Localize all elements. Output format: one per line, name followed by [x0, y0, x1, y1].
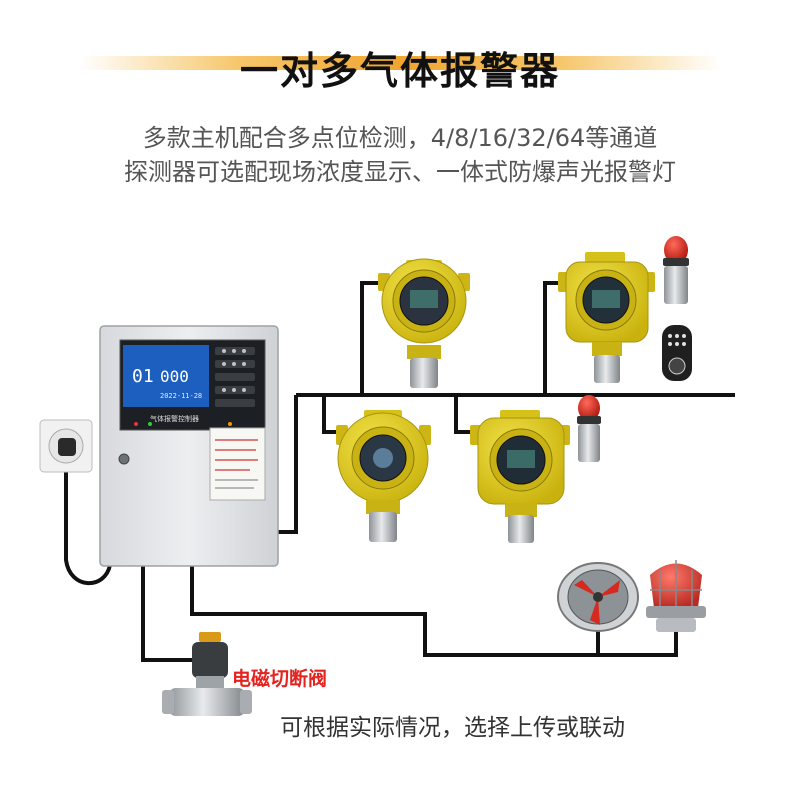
remote-control-icon: [662, 325, 692, 381]
gas-detector-icon: [470, 410, 570, 543]
solenoid-valve-icon: [162, 632, 252, 716]
footer-text: 可根据实际情况，选择上传或联动: [280, 715, 625, 741]
screen-value: 000: [160, 367, 189, 386]
gas-controller-icon: 01 000 2022-11-28 气体报警控制器: [99, 325, 279, 567]
page-title: 一对多气体报警器: [239, 49, 560, 93]
exhaust-fan-icon: [557, 562, 639, 632]
subtitle-line-2: 探测器可选配现场浓度显示、一体式防爆声光报警灯: [124, 158, 676, 186]
alarm-beacon-icon: [663, 236, 689, 304]
cabinet-lock-icon: [118, 453, 130, 465]
subtitle-line-1: 多款主机配合多点位检测，4/8/16/32/64等通道: [142, 124, 658, 152]
wire-detector-2: [543, 281, 560, 395]
screen-date: 2022-11-28: [160, 392, 202, 400]
title-band: [80, 56, 720, 70]
wire-light: [598, 630, 678, 657]
valve-label: 电磁切断阀: [232, 668, 328, 690]
explosion-proof-light-icon: [646, 560, 706, 632]
wiring: [64, 281, 735, 662]
wall-socket-icon: [39, 419, 93, 473]
title-area: 一对多气体报警器: [0, 38, 800, 93]
controller-panel-label: 气体报警控制器: [150, 414, 199, 423]
wire-detector-3: [322, 395, 340, 434]
screen-big-digits: 01: [132, 366, 154, 387]
wire-bus-riser: [276, 395, 298, 534]
wire-detector-4: [454, 395, 472, 434]
power-cable: [64, 470, 112, 586]
wire-valve: [141, 566, 196, 662]
wire-linkage: [190, 566, 600, 657]
gas-detector-icon: [378, 258, 470, 388]
controller-screen: [123, 345, 209, 407]
gas-detector-icon: [558, 252, 655, 383]
wire-detector-1: [360, 281, 382, 395]
controller-nameplate: [209, 427, 266, 501]
alarm-beacon-icon: [577, 395, 601, 462]
gas-detector-icon: [336, 410, 431, 542]
